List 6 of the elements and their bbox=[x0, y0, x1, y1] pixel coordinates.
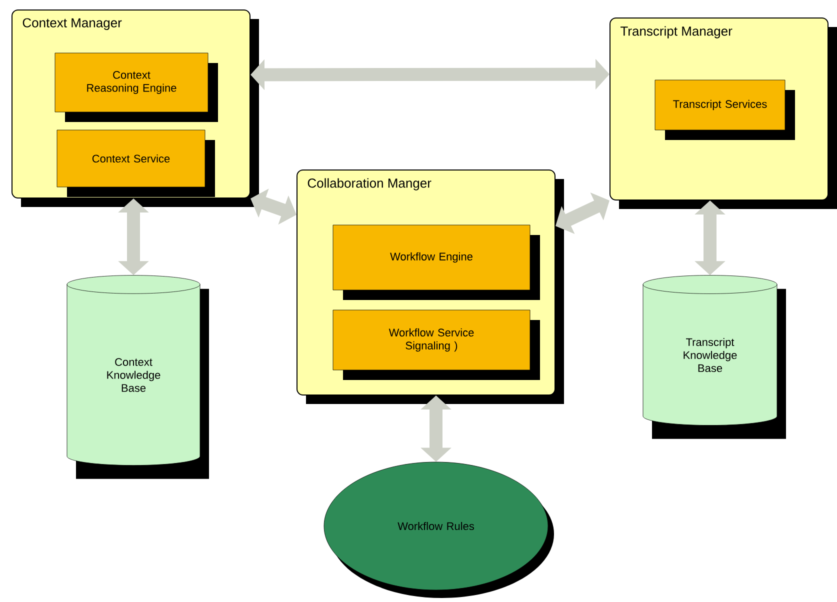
service-box: Workflow Engine bbox=[332, 224, 540, 300]
service-box: Context Service bbox=[56, 130, 215, 197]
service-box: Workflow Service Signaling ) bbox=[332, 310, 540, 380]
service-box: Context Reasoning Engine bbox=[54, 52, 218, 122]
service-box: Transcript Services bbox=[654, 80, 795, 140]
double-arrow bbox=[556, 192, 610, 234]
